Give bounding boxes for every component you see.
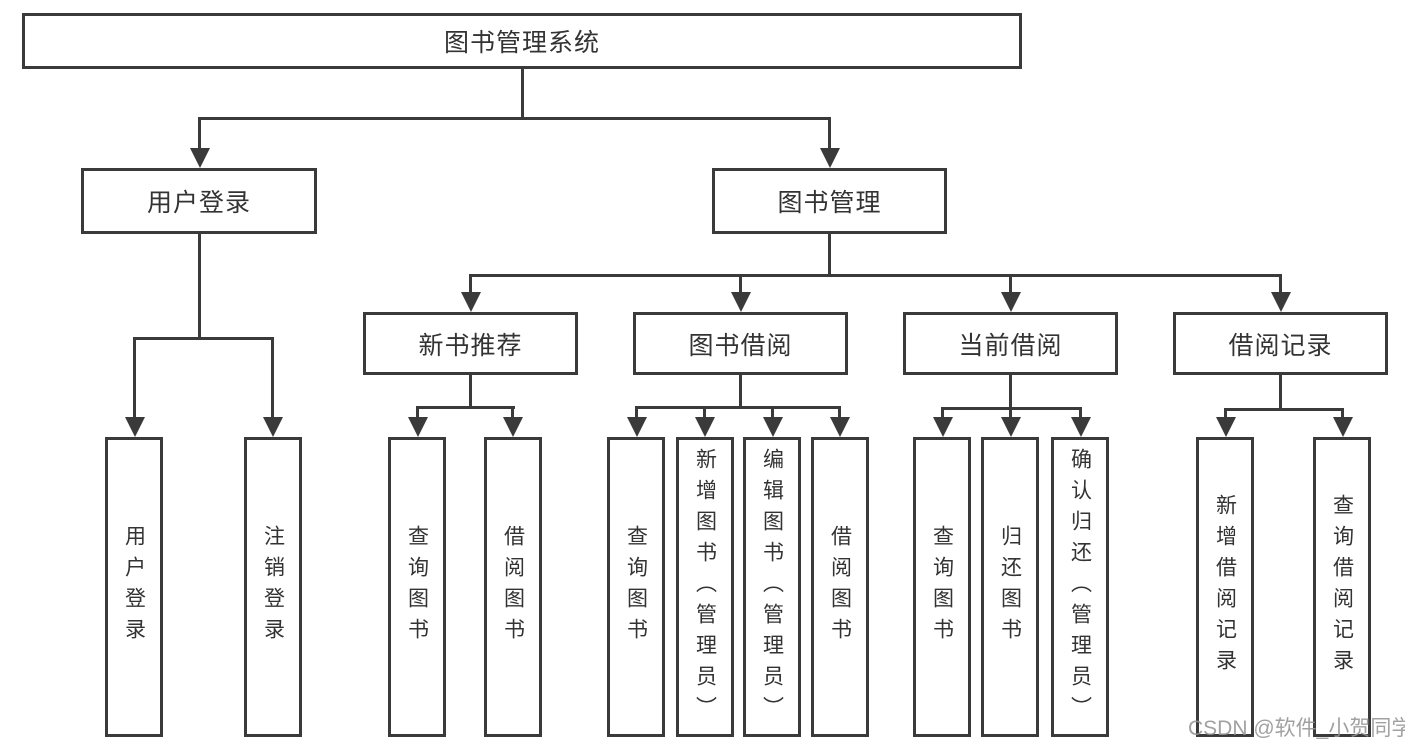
node-user-login-leaf: 用户登录 xyxy=(105,437,163,737)
connector-line xyxy=(198,234,201,337)
connector-line xyxy=(635,406,840,409)
connector-arrow-down xyxy=(730,274,751,312)
connector-arrow-down xyxy=(694,406,715,437)
node-bb-add-books-admin: 新增图书（管理员） xyxy=(676,437,734,737)
node-bb-edit-books-admin: 编辑图书（管理员） xyxy=(743,437,801,737)
node-logout-leaf: 注销登录 xyxy=(244,437,302,737)
connector-line xyxy=(1224,408,1344,411)
connector-arrow-down xyxy=(1270,274,1291,312)
connector-arrow-down xyxy=(460,274,481,312)
connector-line xyxy=(198,117,831,120)
connector-arrow-down xyxy=(124,337,145,437)
connector-line xyxy=(828,234,831,274)
connector-line xyxy=(469,274,1282,277)
connector-line xyxy=(521,69,524,117)
connector-arrow-down xyxy=(1000,274,1021,312)
connector-line xyxy=(416,406,515,409)
connector-arrow-down xyxy=(407,406,428,437)
node-bb-borrow-books: 借阅图书 xyxy=(811,437,869,737)
node-user-login: 用户登录 xyxy=(81,168,317,234)
connector-line xyxy=(469,375,472,406)
connector-arrow-down xyxy=(262,337,283,437)
node-cb-confirm-return-admin: 确认归还（管理员） xyxy=(1051,437,1109,737)
node-nbr-borrow-books: 借阅图书 xyxy=(484,437,542,737)
connector-arrow-down xyxy=(1070,407,1091,437)
connector-arrow-down xyxy=(189,117,210,168)
node-book-management: 图书管理 xyxy=(712,168,947,234)
node-br-query-record: 查询借阅记录 xyxy=(1313,437,1371,737)
connector-line xyxy=(739,375,742,406)
connector-arrow-down xyxy=(819,117,840,168)
node-nbr-query-books: 查询图书 xyxy=(388,437,446,737)
connector-arrow-down xyxy=(626,406,647,437)
node-borrowing-records: 借阅记录 xyxy=(1173,312,1388,375)
connector-arrow-down xyxy=(762,406,783,437)
connector-arrow-down xyxy=(932,407,953,437)
node-new-book-recommend: 新书推荐 xyxy=(363,312,578,375)
connector-arrow-down xyxy=(1215,408,1236,437)
node-cb-query-books: 查询图书 xyxy=(913,437,971,737)
connector-arrow-down xyxy=(829,406,850,437)
node-bb-query-books: 查询图书 xyxy=(607,437,665,737)
connector-line xyxy=(133,337,274,340)
connector-arrow-down xyxy=(1332,408,1353,437)
connector-line xyxy=(1279,375,1282,408)
node-cb-return-books: 归还图书 xyxy=(981,437,1039,737)
node-br-add-record: 新增借阅记录 xyxy=(1196,437,1254,737)
node-book-borrowing: 图书借阅 xyxy=(633,312,848,375)
node-current-borrowing: 当前借阅 xyxy=(903,312,1118,375)
connector-line xyxy=(1009,375,1012,407)
connector-arrow-down xyxy=(502,406,523,437)
node-root-system: 图书管理系统 xyxy=(22,13,1022,69)
watermark-text: CSDN @软件_小贺同学 xyxy=(1188,717,1405,740)
connector-arrow-down xyxy=(1000,407,1021,437)
